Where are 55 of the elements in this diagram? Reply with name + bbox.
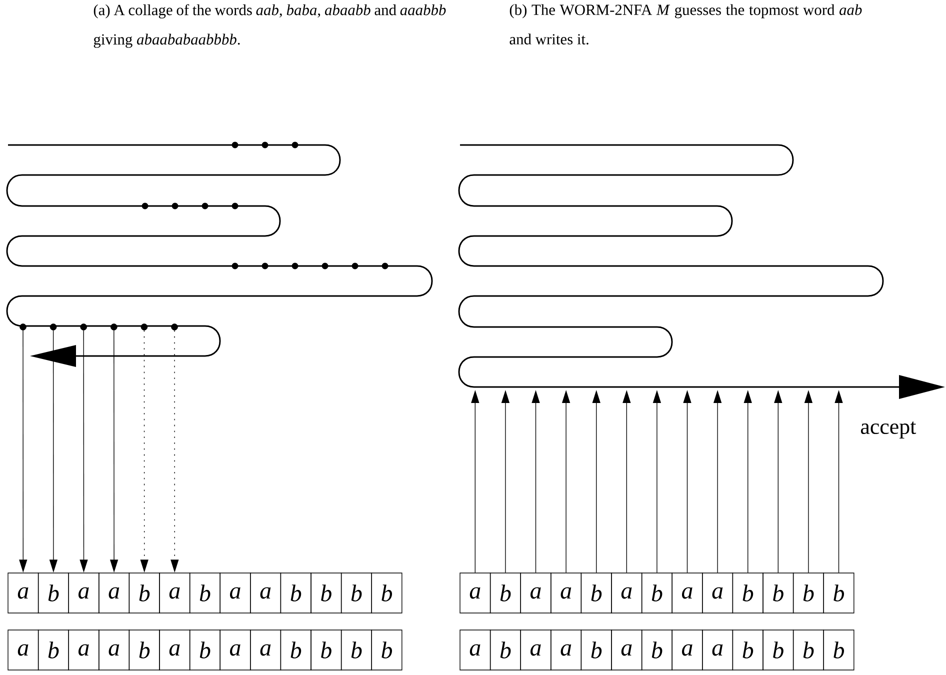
tape-cell: a bbox=[220, 572, 251, 614]
accept-label: accept bbox=[860, 422, 916, 438]
tape-cell: b bbox=[371, 630, 402, 670]
tape-cell: b bbox=[280, 630, 312, 670]
tape-cell: a bbox=[460, 572, 491, 614]
tape-cell: a bbox=[250, 630, 282, 670]
tape-cell: a bbox=[520, 630, 552, 670]
tape-cell: b bbox=[189, 630, 220, 670]
tape-cell: b bbox=[732, 572, 764, 614]
tape-cell: b bbox=[792, 630, 824, 670]
tape-cell: a bbox=[460, 630, 491, 670]
tape-cell: b bbox=[310, 572, 342, 614]
tape-cell: b bbox=[340, 572, 372, 614]
tape-cell: b bbox=[128, 630, 160, 670]
tape-cell: a bbox=[159, 572, 190, 614]
tape-cell: b bbox=[371, 572, 402, 614]
tape-cell: a bbox=[702, 630, 734, 670]
tape-cell: a bbox=[8, 572, 39, 614]
caption: (b) The WORM-2NFA M guesses the topmost word aab and writes it. bbox=[510, 4, 862, 45]
tape-cell: a bbox=[8, 630, 39, 670]
tape-cell: a bbox=[520, 572, 552, 614]
caption: (a) A collage of the words aab, baba, abaabb and aaabbb giving abaababaabbbb. bbox=[94, 4, 446, 48]
tape-cell: b bbox=[641, 572, 672, 614]
tape-cell: b bbox=[490, 630, 521, 670]
tape-cell: a bbox=[550, 630, 582, 670]
tape-cell: b bbox=[641, 630, 672, 670]
tape-cell: a bbox=[611, 572, 642, 614]
tape-cell: b bbox=[189, 572, 220, 614]
tape-cell: b bbox=[310, 630, 342, 670]
tape-cell: a bbox=[702, 572, 734, 614]
tape-cell: a bbox=[250, 572, 282, 614]
tape-cell: b bbox=[38, 572, 69, 614]
tape-cell: a bbox=[98, 572, 130, 614]
tape-cell: a bbox=[611, 630, 642, 670]
tape-cell: a bbox=[672, 572, 703, 614]
tape-cell: a bbox=[550, 572, 582, 614]
tape-cell: b bbox=[762, 572, 794, 614]
tape-cell: b bbox=[490, 572, 521, 614]
tape-cell: a bbox=[68, 630, 100, 670]
tape-cell: a bbox=[220, 630, 251, 670]
tape-cell: b bbox=[792, 572, 824, 614]
tape-cell: b bbox=[38, 630, 69, 670]
tape-cell: b bbox=[128, 572, 160, 614]
tape-cell: a bbox=[68, 572, 100, 614]
tape-cell: b bbox=[762, 630, 794, 670]
tape-cell: b bbox=[580, 630, 612, 670]
tape-cell: b bbox=[823, 630, 854, 670]
tape-cell: b bbox=[340, 630, 372, 670]
tape-cell: a bbox=[159, 630, 190, 670]
tape-cell: b bbox=[823, 572, 854, 614]
tape-cell: b bbox=[580, 572, 612, 614]
tape-cell: a bbox=[98, 630, 130, 670]
tape-cell: a bbox=[672, 630, 703, 670]
tape-cell: b bbox=[280, 572, 312, 614]
tape-cell: b bbox=[732, 630, 764, 670]
